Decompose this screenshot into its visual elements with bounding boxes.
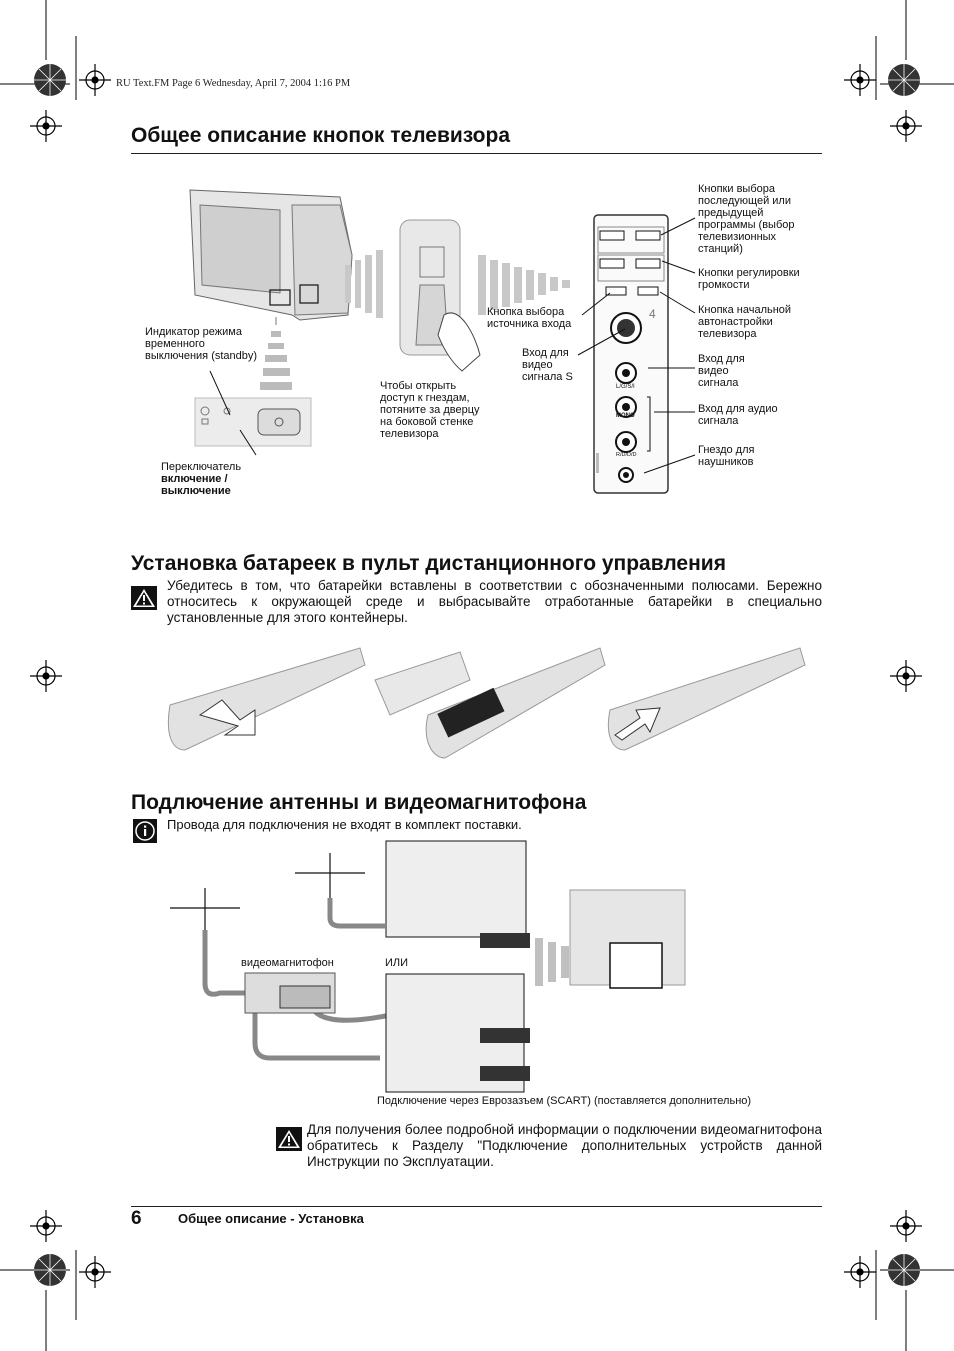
label-standby-indicator: Индикатор режима временного выключения (… [145, 326, 258, 362]
label-audio-input: Вход для аудио сигнала [698, 403, 778, 427]
panel-lr-label: L/G/S/I [616, 384, 635, 390]
file-info-header: RU Text.FM Page 6 Wednesday, April 7, 20… [116, 78, 351, 89]
label-program-buttons: Кнопки выбора последующей или предыдущей… [698, 183, 795, 255]
tv-illustration [189, 189, 570, 456]
leader-lines [577, 217, 696, 474]
label-video-input: Вход для видео сигнала [698, 353, 745, 389]
label-headphones: Гнездо для наушников [698, 444, 755, 468]
section-title-tv-buttons: Общее описание кнопок телевизора [131, 124, 511, 147]
connector-panel [593, 214, 669, 494]
label-power-switch: Переключатель включение / выключение [161, 461, 271, 497]
label-autotune-button: Кнопка начальной автонастройки телевизор… [698, 304, 792, 340]
vcr-label: видеомагнитофон [241, 957, 334, 969]
battery-steps-illustration [167, 647, 806, 759]
section-rule [131, 153, 822, 154]
vcr-more-info-text: Для получения более подробной информации… [307, 1122, 822, 1169]
label-power-bold: включение / выключение [161, 473, 231, 497]
connection-diagram [170, 840, 686, 1093]
section-title-batteries: Установка батареек в пульт дистанционног… [131, 552, 726, 575]
or-label: ИЛИ [385, 957, 409, 969]
cables-note: Провода для подключения не входят в комп… [167, 817, 522, 832]
footer-title: Общее описание - Установка [178, 1211, 364, 1226]
battery-instruction-text: Убедитесь в том, что батарейки вставлены… [167, 578, 822, 625]
label-power-prefix: Переключатель [161, 461, 242, 473]
label-svideo-input: Вход для видео сигнала S [522, 347, 573, 383]
label-volume-buttons: Кнопки регулировки громкости [698, 267, 800, 291]
label-source-button: Кнопка выбора источника входа [487, 306, 572, 330]
warning-icon [131, 586, 157, 610]
label-door-instruction: Чтобы открыть доступ к гнездам, потяните… [380, 380, 480, 440]
scart-caption: Подключение через Еврозазъем (SCART) (по… [377, 1095, 752, 1107]
panel-mono-label: MONO [616, 413, 635, 419]
panel-rdd-label: R/D/D/D [616, 452, 637, 458]
section-title-antenna-vcr: Подлючение антенны и видеомагнитофона [131, 791, 587, 814]
info-icon [133, 819, 157, 843]
page-number: 6 [131, 1208, 142, 1229]
panel-four-label: 4 [649, 307, 656, 321]
footer-rule [131, 1206, 822, 1207]
warning-icon-2 [276, 1127, 302, 1151]
